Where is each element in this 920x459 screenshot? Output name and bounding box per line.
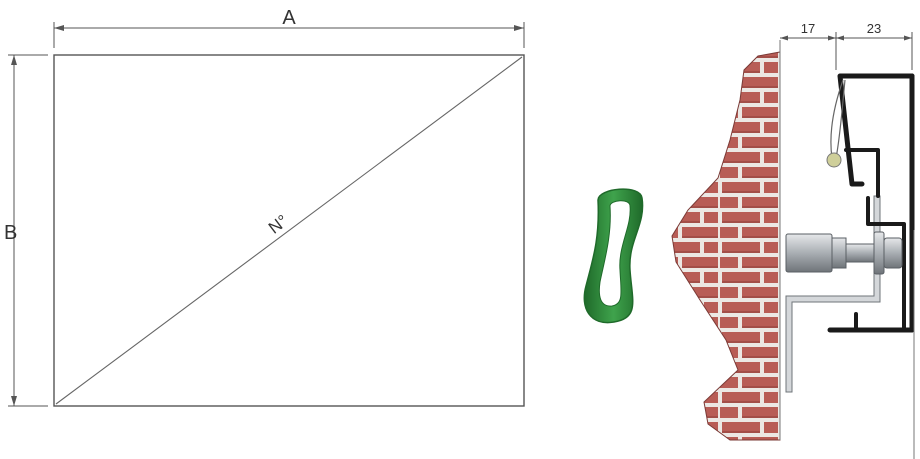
frame-dimension-diagram: A B N°: [4, 7, 525, 407]
profile-dimension: [780, 32, 913, 70]
height-label-b: B: [4, 222, 17, 244]
green-rubber-ring: [583, 188, 644, 324]
dim-label-17: 17: [801, 21, 815, 36]
brick-wall: [671, 51, 781, 441]
tension-wire: [826, 79, 846, 168]
frame-rectangle: [53, 54, 525, 407]
anchor-bolt: [785, 231, 903, 275]
roller: [826, 152, 842, 168]
width-dimension: [53, 22, 525, 48]
wall-profile-section: 17 23: [671, 21, 915, 459]
aluminium-profile: [827, 73, 915, 333]
dim-label-23: 23: [867, 21, 881, 36]
mounting-bracket: [785, 195, 881, 393]
diagonal-label: N°: [265, 211, 292, 238]
diagonal-line: [55, 56, 523, 405]
width-label-a: A: [282, 7, 296, 29]
height-dimension: [8, 54, 48, 407]
